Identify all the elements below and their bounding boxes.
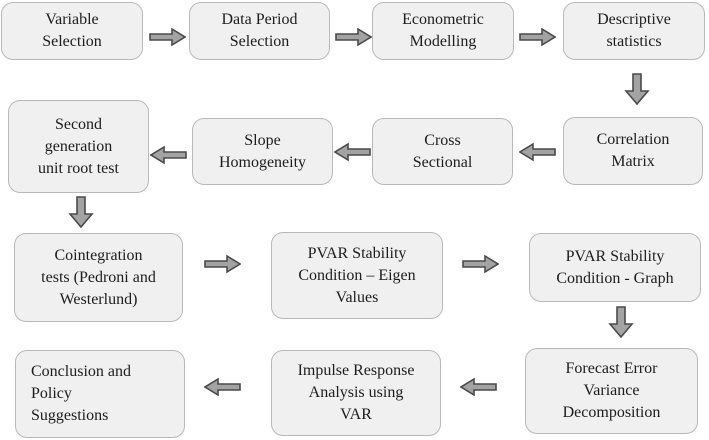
node-variable-selection: Variable Selection (1, 2, 143, 60)
arrow-left-icon (460, 377, 497, 397)
arrow-left-icon (334, 142, 371, 162)
node-descriptive-statistics: Descriptive statistics (563, 2, 705, 60)
node-slope-homogeneity: Slope Homogeneity (192, 118, 333, 185)
node-cross-sectional: Cross Sectional (372, 118, 513, 185)
node-correlation-matrix: Correlation Matrix (563, 117, 703, 185)
arrow-right-icon (519, 27, 556, 47)
node-forecast-error-variance-decomposition: Forecast Error Variance Decomposition (525, 348, 698, 434)
arrow-right-icon (149, 27, 186, 47)
node-second-generation-unit-root-test: Second generation unit root test (8, 100, 149, 193)
arrow-left-icon (519, 142, 556, 162)
node-conclusion-policy-suggestions: Conclusion and Policy Suggestions (15, 350, 185, 438)
arrow-down-icon (68, 196, 94, 228)
node-impulse-response-analysis-var: Impulse Response Analysis using VAR (271, 350, 441, 436)
node-data-period-selection: Data Period Selection (189, 2, 330, 60)
node-pvar-stability-eigen-values: PVAR Stability Condition – Eigen Values (271, 232, 443, 319)
arrow-down-icon (624, 73, 650, 105)
node-econometric-modelling: Econometric Modelling (372, 2, 514, 60)
arrow-right-icon (335, 27, 372, 47)
arrow-down-icon (608, 306, 634, 338)
node-cointegration-tests: Cointegration tests (Pedroni and Westerl… (14, 233, 183, 322)
arrow-right-icon (204, 254, 241, 274)
arrow-left-icon (204, 377, 241, 397)
arrow-right-icon (462, 254, 499, 274)
arrow-left-icon (150, 145, 187, 165)
node-pvar-stability-graph: PVAR Stability Condition - Graph (529, 233, 701, 302)
